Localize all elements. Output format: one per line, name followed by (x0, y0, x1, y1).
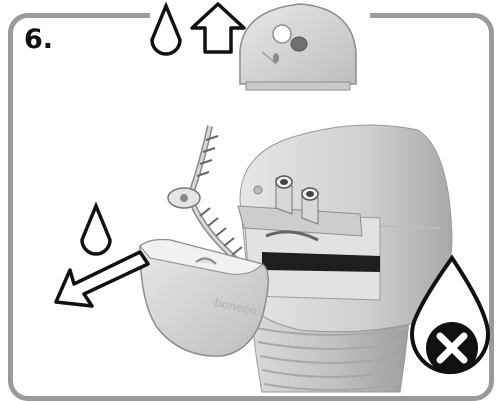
device-housing (238, 125, 452, 332)
water-drop-icon (82, 206, 110, 254)
arrow-left-icon (56, 252, 148, 306)
